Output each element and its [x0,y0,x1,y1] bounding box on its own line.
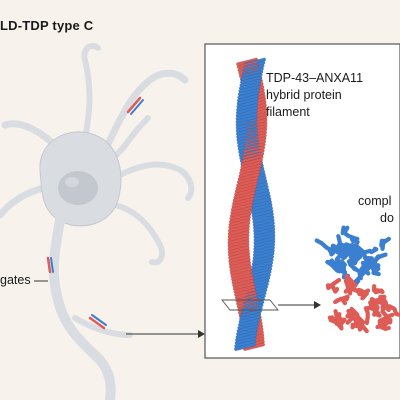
aggregate [46,256,52,274]
complex-chain [372,252,388,265]
complex-chain [335,313,347,331]
axon-branch [72,315,133,338]
figure-title: LD-TDP type C [0,18,94,33]
filament-label: TDP-43–ANXA11 hybrid protein filament [266,70,396,121]
complex-chain [375,319,391,331]
protein-filament [227,57,276,351]
complex-chain [369,302,381,317]
aggregate [130,99,144,115]
dendrite [101,69,189,154]
dendrite [81,42,101,143]
complex-chain [379,236,391,251]
filament-label-line: hybrid protein [266,88,342,102]
complex-chain [362,256,379,270]
aggregate-marks [46,96,144,330]
aggregate [126,96,142,114]
complex-chain [370,263,381,277]
complex-label: compl do [358,193,394,227]
filament-label-line: TDP-43–ANXA11 [266,71,364,85]
complex-chain [377,316,393,327]
cross-section-plane [221,299,279,311]
axon [48,215,116,400]
complex-chain [327,245,342,257]
arrowhead [198,330,205,338]
complex-chain [345,306,360,320]
aggregates-label: gates [0,273,31,287]
complex-chain [325,277,342,294]
complex-chain [372,284,385,295]
aggregate [91,314,107,326]
dendrite [117,161,195,201]
nucleus [58,171,98,205]
complex-chain [327,315,338,324]
aggregate [50,257,54,273]
complex-chain [357,317,369,334]
dendrite [112,202,165,266]
complex-chain [363,300,374,326]
complex-chain [380,303,395,319]
filament-label-line: filament [266,105,310,119]
aggregate [88,316,106,330]
complex-label-line: compl [358,194,392,208]
complex-chain [347,286,371,297]
complex-chain [361,246,379,264]
complex-chain [357,268,371,281]
complex-chain [343,274,358,289]
complex-label-line: do [380,211,394,225]
filament-subunit [233,342,256,351]
complex-chain [333,294,350,306]
protein-complex [314,225,400,334]
complex-chain [353,244,365,262]
neuron [0,42,195,400]
arrowhead [314,301,321,309]
complex-chain [343,245,353,259]
nucleolus-highlight [65,177,79,187]
complex-chain [383,303,400,318]
complex-chain [378,294,389,307]
